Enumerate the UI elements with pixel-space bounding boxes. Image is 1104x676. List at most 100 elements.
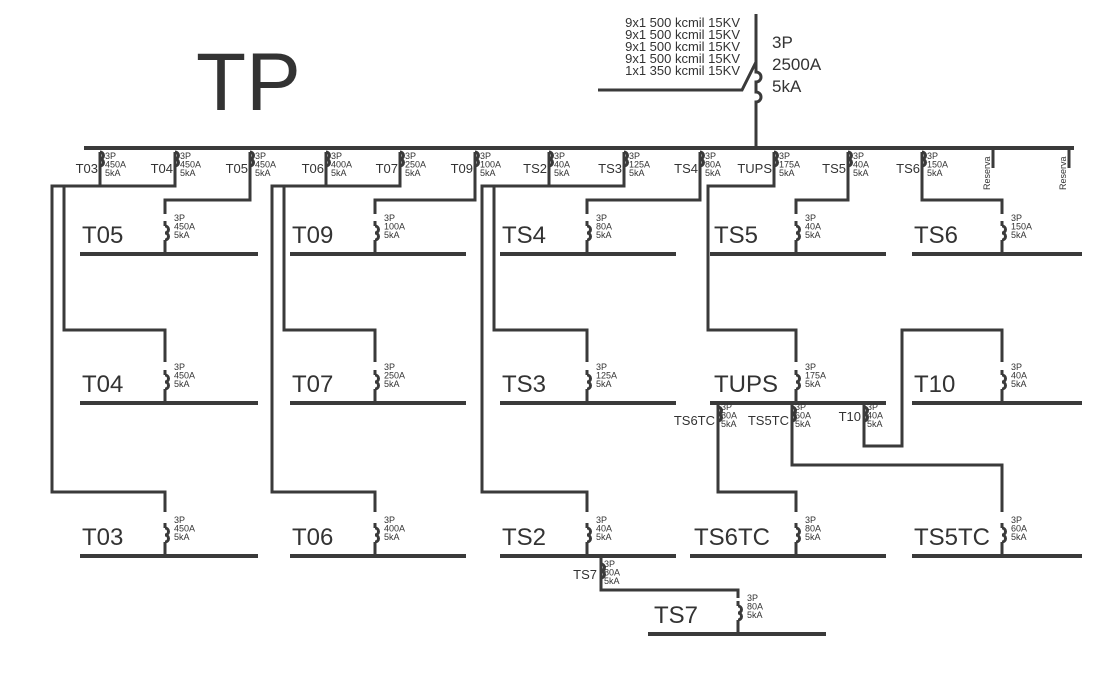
breaker-rating: 3P <box>1011 515 1022 525</box>
breaker-rating: 5kA <box>721 419 737 429</box>
breaker-rating: 5kA <box>867 419 883 429</box>
breaker-rating: 3P <box>480 151 491 161</box>
breaker-rating: 3P <box>867 402 878 412</box>
breaker-rating: 3P <box>747 593 758 603</box>
feeder-wire <box>163 152 252 214</box>
breaker-rating: 3P <box>805 362 816 372</box>
breaker-rating: 250A <box>384 371 405 381</box>
breaker-tag: T07 <box>376 161 398 176</box>
breaker-rating: 40A <box>1011 371 1027 381</box>
breaker-rating: 3P <box>105 151 116 161</box>
breaker-symbol <box>374 373 380 391</box>
breaker-rating: 3P <box>805 213 816 223</box>
main-breaker-symbol <box>754 62 763 148</box>
breaker-rating: 5kA <box>331 168 347 178</box>
breaker-rating: 5kA <box>604 576 620 586</box>
breaker-symbol <box>374 224 380 242</box>
panel-name: T06 <box>292 524 333 551</box>
breaker-rating: 60A <box>795 411 811 421</box>
breaker-rating: 3P <box>1011 362 1022 372</box>
breaker-rating: 3P <box>853 151 864 161</box>
breaker-rating: 5kA <box>705 168 721 178</box>
breaker-rating: 150A <box>1011 222 1032 232</box>
feeder-wire <box>862 328 1004 448</box>
breaker-tag: T04 <box>151 161 173 176</box>
breaker-rating: 5kA <box>384 532 400 542</box>
breaker-rating: 450A <box>105 160 126 170</box>
breaker-rating: 3P <box>596 515 607 525</box>
breaker-rating: 250A <box>405 160 426 170</box>
breaker-rating: 3P <box>384 213 395 223</box>
breaker-rating: 3P <box>1011 213 1022 223</box>
breaker-symbol <box>737 604 743 622</box>
feeder-wire <box>585 152 702 214</box>
breaker-rating: 175A <box>779 160 800 170</box>
breaker-rating: 5kA <box>629 168 645 178</box>
feeder-wire <box>50 152 167 512</box>
feeder-wire <box>599 556 740 598</box>
feeder-cable: 9x1 500 kcmil 15KV <box>625 39 740 54</box>
panel-title: TP <box>196 37 301 128</box>
breaker-rating: 3P <box>795 402 806 412</box>
feeder-line <box>598 14 758 92</box>
breaker-rating: 450A <box>174 524 195 534</box>
breaker-rating: 5kA <box>795 419 811 429</box>
breaker-rating: 400A <box>384 524 405 534</box>
breaker-rating: 3P <box>405 151 416 161</box>
breaker-tag: TS6 <box>896 161 920 176</box>
breaker-rating: 150A <box>927 160 948 170</box>
breaker-rating: 5kA <box>1011 532 1027 542</box>
breaker-rating: 80A <box>721 411 737 421</box>
breaker-symbol <box>1001 224 1007 242</box>
breaker-rating: 5kA <box>596 379 612 389</box>
breaker-tag: T10 <box>839 409 861 424</box>
breaker-tag: TS5 <box>822 161 846 176</box>
breaker-rating: 3P <box>721 402 732 412</box>
breaker-rating: 3P <box>927 151 938 161</box>
panel-name: T10 <box>914 371 955 398</box>
feeder-wire <box>270 152 377 512</box>
breaker-tag: T03 <box>76 161 98 176</box>
breaker-symbol <box>795 373 801 391</box>
breaker-symbol <box>795 526 801 544</box>
panel-name: T05 <box>82 222 123 249</box>
breaker-rating: 5kA <box>174 379 190 389</box>
breaker-rating: 100A <box>480 160 501 170</box>
panel-name: TS4 <box>502 222 546 249</box>
breaker-symbol <box>164 526 170 544</box>
breaker-rating: 5kA <box>1011 379 1027 389</box>
breaker-rating: 3P <box>255 151 266 161</box>
main-feeder: 9x1 500 kcmil 15KV 9x1 500 kcmil 15KV 9x… <box>598 14 822 148</box>
breaker-rating: 450A <box>174 371 195 381</box>
breaker-rating: 3P <box>805 515 816 525</box>
breaker-rating: 5kA <box>853 168 869 178</box>
breaker-rating: 3P <box>180 151 191 161</box>
breaker-rating: 80A <box>596 222 612 232</box>
breaker-rating: 5kA <box>174 230 190 240</box>
breaker-rating: 5kA <box>596 230 612 240</box>
breaker-tag: T06 <box>302 161 324 176</box>
feeder-wire <box>373 152 477 214</box>
main-breaker-rating: 3P <box>772 33 793 52</box>
breaker-symbol <box>586 224 592 242</box>
breaker-tag: T09 <box>451 161 473 176</box>
